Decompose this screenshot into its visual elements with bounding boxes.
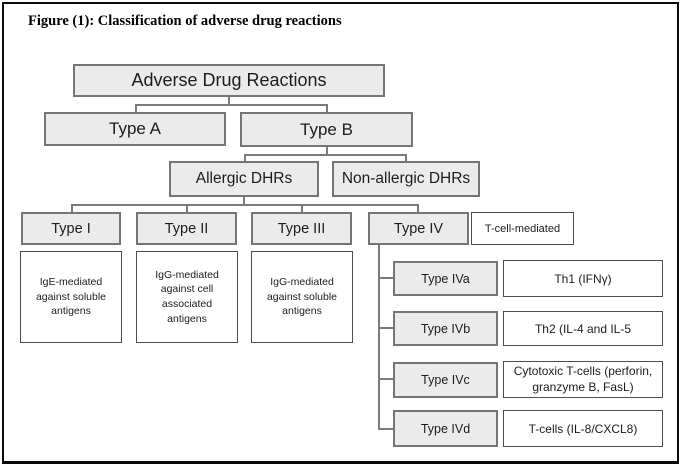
- connector-to-non-allergic: [405, 154, 407, 162]
- node-type-b: Type B: [240, 112, 413, 147]
- connector-adr-horizontal: [135, 104, 328, 106]
- node-type-a: Type A: [44, 112, 226, 146]
- connector-adr-down: [228, 97, 230, 105]
- node-type-ivd: Type IVd: [393, 410, 498, 447]
- connector-to-allergic: [244, 154, 246, 162]
- node-adverse-drug-reactions: Adverse Drug Reactions: [73, 64, 385, 97]
- mech-type-ivc: Cytotoxic T-cells (perforin, granzyme B,…: [503, 361, 663, 398]
- label-t-cell-mediated: T-cell-mediated: [471, 212, 574, 245]
- desc-type-ii: IgG-mediated against cell associated ant…: [136, 251, 238, 343]
- node-type-iv: Type IV: [368, 212, 469, 245]
- node-type-ivc: Type IVc: [393, 362, 498, 398]
- connector-to-type-ivc: [378, 378, 393, 380]
- connector-allergic-horizontal: [71, 204, 419, 206]
- connector-to-type-i: [71, 204, 73, 213]
- connector-to-type-ivd: [378, 428, 393, 430]
- connector-to-type-iv: [417, 204, 419, 213]
- node-type-iii: Type III: [251, 212, 352, 245]
- connector-type-b-down: [326, 147, 328, 155]
- mech-type-iva: Th1 (IFNγ): [503, 260, 663, 297]
- connector-to-type-ii: [186, 204, 188, 213]
- desc-type-i: IgE-mediated against soluble antigens: [20, 251, 122, 343]
- node-type-ii: Type II: [136, 212, 237, 245]
- connector-type-iv-spine: [378, 245, 380, 430]
- node-type-i: Type I: [21, 212, 121, 245]
- connector-to-type-iva: [378, 277, 393, 279]
- connector-to-type-iii: [301, 204, 303, 213]
- figure-title: Figure (1): Classification of adverse dr…: [28, 13, 342, 29]
- node-type-iva: Type IVa: [393, 261, 498, 296]
- connector-allergic-down: [243, 197, 245, 205]
- desc-type-iii: IgG-mediated against soluble antigens: [251, 251, 353, 343]
- mech-type-ivb: Th2 (IL-4 and IL-5: [503, 311, 663, 346]
- node-non-allergic-dhrs: Non-allergic DHRs: [332, 161, 480, 197]
- connector-type-b-horizontal: [244, 154, 407, 156]
- node-allergic-dhrs: Allergic DHRs: [169, 161, 319, 197]
- connector-to-type-b: [326, 104, 328, 113]
- connector-to-type-a: [135, 104, 137, 113]
- connector-to-type-ivb: [378, 327, 393, 329]
- mech-type-ivd: T-cells (IL-8/CXCL8): [503, 410, 663, 447]
- node-type-ivb: Type IVb: [393, 311, 498, 346]
